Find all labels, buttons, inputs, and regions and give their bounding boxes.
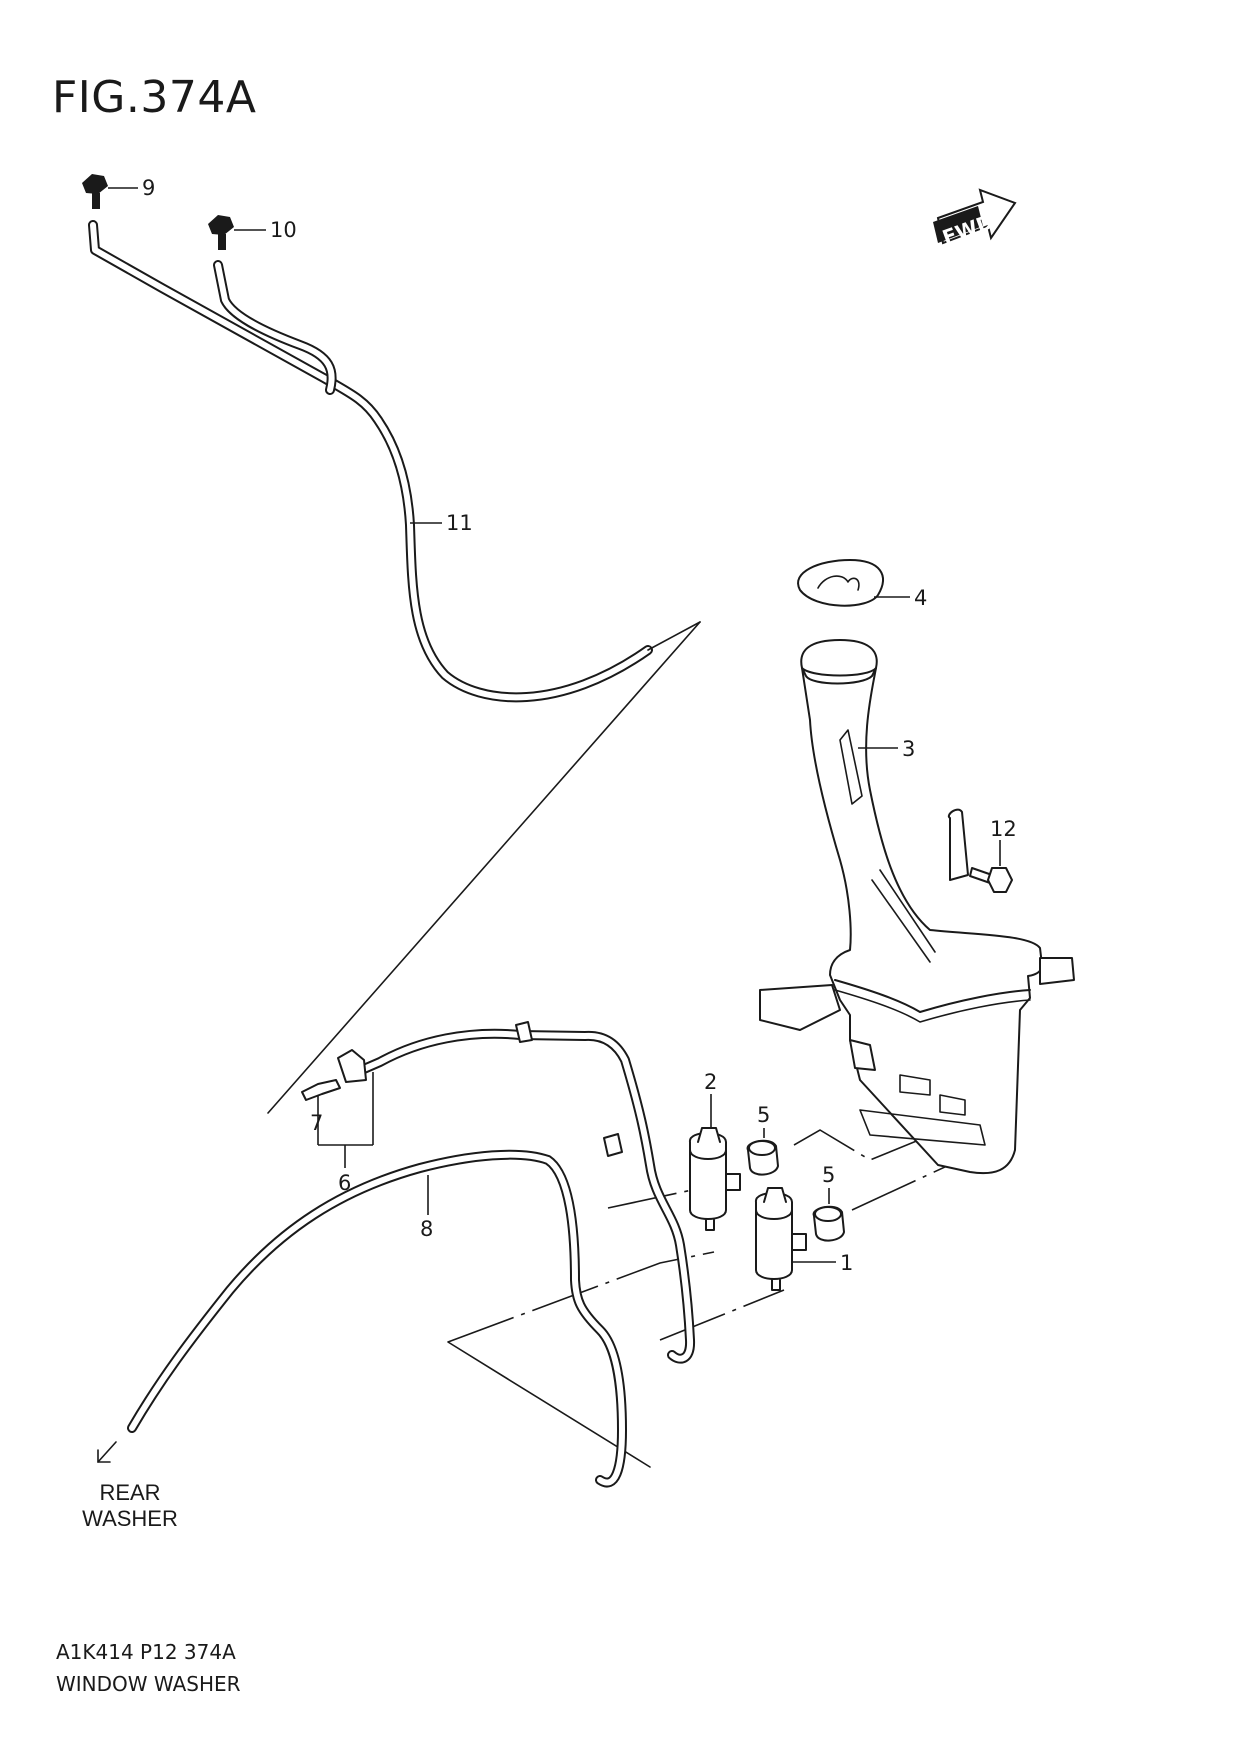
rear-washer-line1: REAR — [99, 1480, 161, 1505]
rear-washer-line2: WASHER — [82, 1506, 178, 1531]
figure-code: A1K414 P12 374A — [56, 1640, 236, 1664]
callout-9: 9 — [142, 176, 155, 200]
mounting-bolt-12 — [969, 840, 1013, 893]
washer-hose-8 — [97, 1149, 627, 1488]
callout-8: 8 — [420, 1217, 433, 1241]
washer-nozzle-10 — [208, 215, 266, 250]
washer-nozzle-9 — [82, 174, 138, 209]
rear-washer-label: REAR WASHER — [70, 1480, 190, 1532]
washer-reservoir-3 — [759, 639, 1075, 1175]
callout-11: 11 — [446, 511, 473, 535]
figure-name: WINDOW WASHER — [56, 1672, 241, 1696]
grommet-5-upper — [746, 1128, 779, 1176]
callout-12: 12 — [990, 817, 1017, 841]
callout-1: 1 — [840, 1251, 853, 1275]
washer-pump-1 — [755, 1187, 836, 1291]
callout-10: 10 — [270, 218, 297, 242]
callout-3: 3 — [902, 737, 915, 761]
callout-5b: 5 — [822, 1163, 835, 1187]
figure-title: FIG.374A — [52, 72, 257, 123]
grommet-5-lower — [812, 1188, 845, 1242]
washer-pump-2 — [689, 1094, 741, 1231]
callout-5a: 5 — [757, 1103, 770, 1127]
callout-7: 7 — [310, 1111, 323, 1135]
washer-hose-6 — [318, 1021, 696, 1364]
callout-2: 2 — [704, 1070, 717, 1094]
reservoir-cap-4 — [797, 559, 910, 607]
washer-hose-11 — [88, 220, 653, 703]
fwd-arrow-icon: FWD — [933, 188, 1017, 250]
callout-6: 6 — [338, 1171, 351, 1195]
hose-joint-7 — [301, 1079, 341, 1145]
callout-4: 4 — [914, 586, 927, 610]
